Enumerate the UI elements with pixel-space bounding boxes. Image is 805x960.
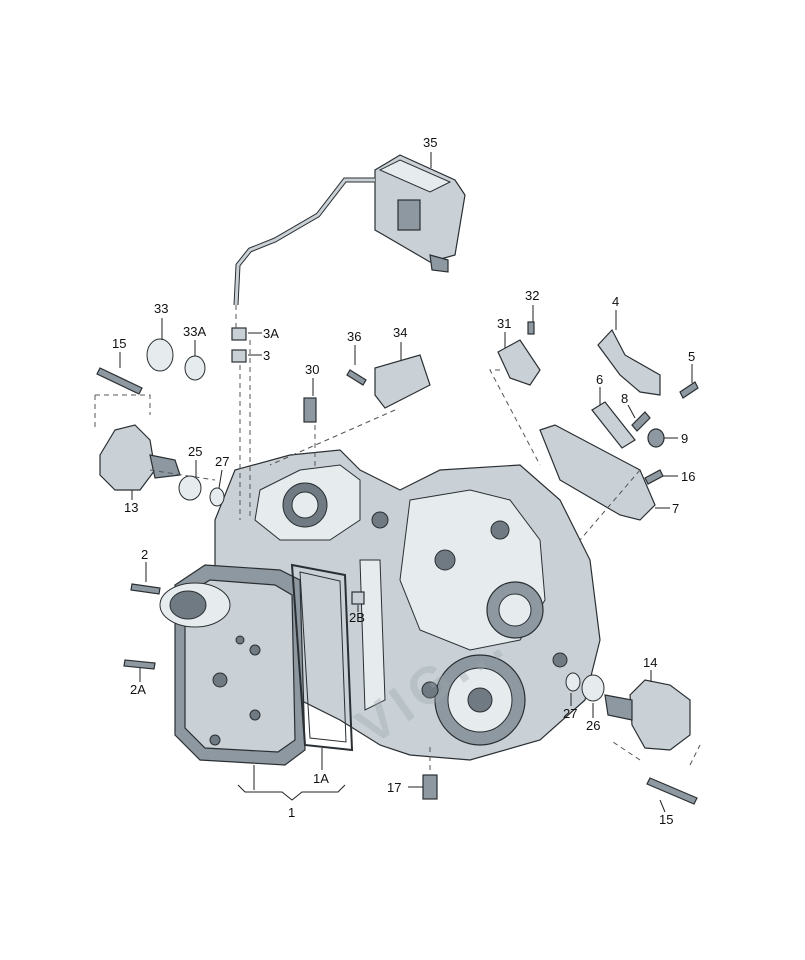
callout-16: 16 <box>681 469 695 484</box>
drive-flange-left <box>99 424 181 491</box>
callout-35: 35 <box>423 135 437 150</box>
callout-3: 3 <box>263 348 270 363</box>
callout-15-right: 15 <box>659 812 673 827</box>
callout-33: 33 <box>154 301 168 316</box>
callout-9: 9 <box>681 431 688 446</box>
callout-6: 6 <box>596 372 603 387</box>
callout-14: 14 <box>643 655 657 670</box>
callout-1a: 1A <box>313 771 329 786</box>
callout-8: 8 <box>621 391 628 406</box>
callout-2a: 2A <box>130 682 146 697</box>
control-unit <box>233 154 466 306</box>
callout-2b: 2B <box>349 610 365 625</box>
reference-lines <box>94 305 701 770</box>
gearbox-housing <box>214 449 601 761</box>
callout-36: 36 <box>347 329 361 344</box>
callout-13: 13 <box>124 500 138 515</box>
callout-30: 30 <box>305 362 319 377</box>
callout-4: 4 <box>612 294 619 309</box>
gasket <box>290 563 354 752</box>
drive-flange-right <box>604 679 691 751</box>
callout-32: 32 <box>525 288 539 303</box>
callout-26: 26 <box>586 718 600 733</box>
mechatronic-unit <box>159 564 306 766</box>
callout-5: 5 <box>688 349 695 364</box>
wiring-harness <box>233 177 375 306</box>
small-parts <box>96 321 699 805</box>
callout-1: 1 <box>288 805 295 820</box>
callout-7: 7 <box>672 501 679 516</box>
callout-33a: 33A <box>183 324 206 339</box>
callout-25: 25 <box>188 444 202 459</box>
callout-31: 31 <box>497 316 511 331</box>
callout-labels: 35 33 33A 3A 3 15 36 34 30 32 31 4 5 6 8… <box>112 135 695 827</box>
callout-27-left: 27 <box>215 454 229 469</box>
leader-lines <box>119 152 693 813</box>
callout-34: 34 <box>393 325 407 340</box>
callout-27-right: 27 <box>563 706 577 721</box>
callout-2: 2 <box>141 547 148 562</box>
callout-15-left: 15 <box>112 336 126 351</box>
callout-17: 17 <box>387 780 401 795</box>
callout-3a: 3A <box>263 326 279 341</box>
